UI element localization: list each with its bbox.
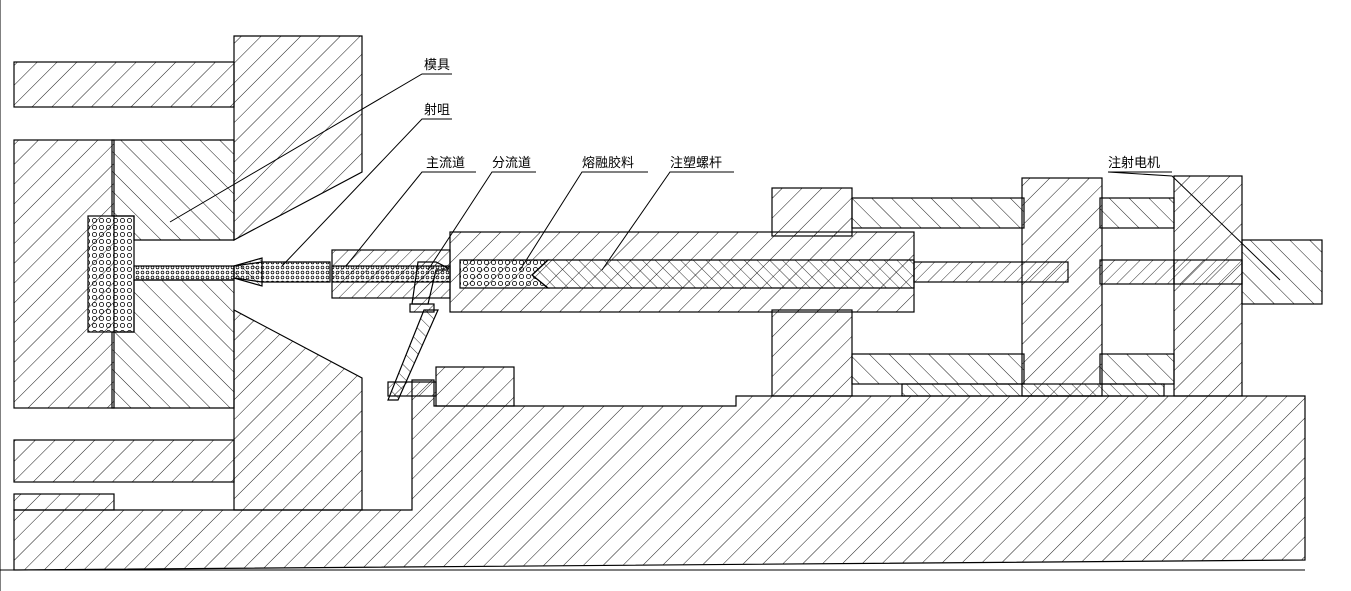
mold-bottom-plate xyxy=(13,439,235,483)
label-motor: 注射电机 xyxy=(1108,155,1160,171)
labels: 模具 射咀 主流道 分流道 熔融胶料 注塑螺杆 注射电机 xyxy=(424,58,1160,171)
molded-part xyxy=(87,215,135,333)
injection-unit xyxy=(331,175,1323,407)
sprue-channel xyxy=(133,265,235,281)
label-sub-runner: 分流道 xyxy=(492,156,531,171)
moving-plate xyxy=(1021,177,1103,397)
screw xyxy=(531,259,915,289)
mold-sprue-plate-top xyxy=(233,35,363,241)
machine-base xyxy=(13,379,1306,571)
tie-rod-bottom xyxy=(851,353,1025,385)
mold-top-plate xyxy=(13,61,235,108)
runner-valve xyxy=(411,261,449,305)
label-melt: 熔融胶料 xyxy=(582,155,634,171)
support-bracket xyxy=(387,381,437,397)
mold-foot xyxy=(13,493,115,511)
rear-plate xyxy=(1173,175,1243,397)
frame xyxy=(0,0,1305,591)
support-block xyxy=(435,366,515,407)
label-screw: 注塑螺杆 xyxy=(670,156,722,171)
motor xyxy=(1241,239,1323,305)
label-main-runner: 主流道 xyxy=(426,156,465,171)
front-plate-bottom xyxy=(771,309,853,397)
tie-rod-top xyxy=(851,197,1025,229)
nozzle-tip xyxy=(233,257,263,287)
front-plate-top xyxy=(771,187,853,237)
leader-lines xyxy=(169,73,1281,281)
mold xyxy=(13,35,363,511)
label-nozzle: 射咀 xyxy=(424,102,450,118)
label-mold: 模具 xyxy=(424,58,450,73)
mold-sprue-plate-bottom xyxy=(233,309,363,511)
